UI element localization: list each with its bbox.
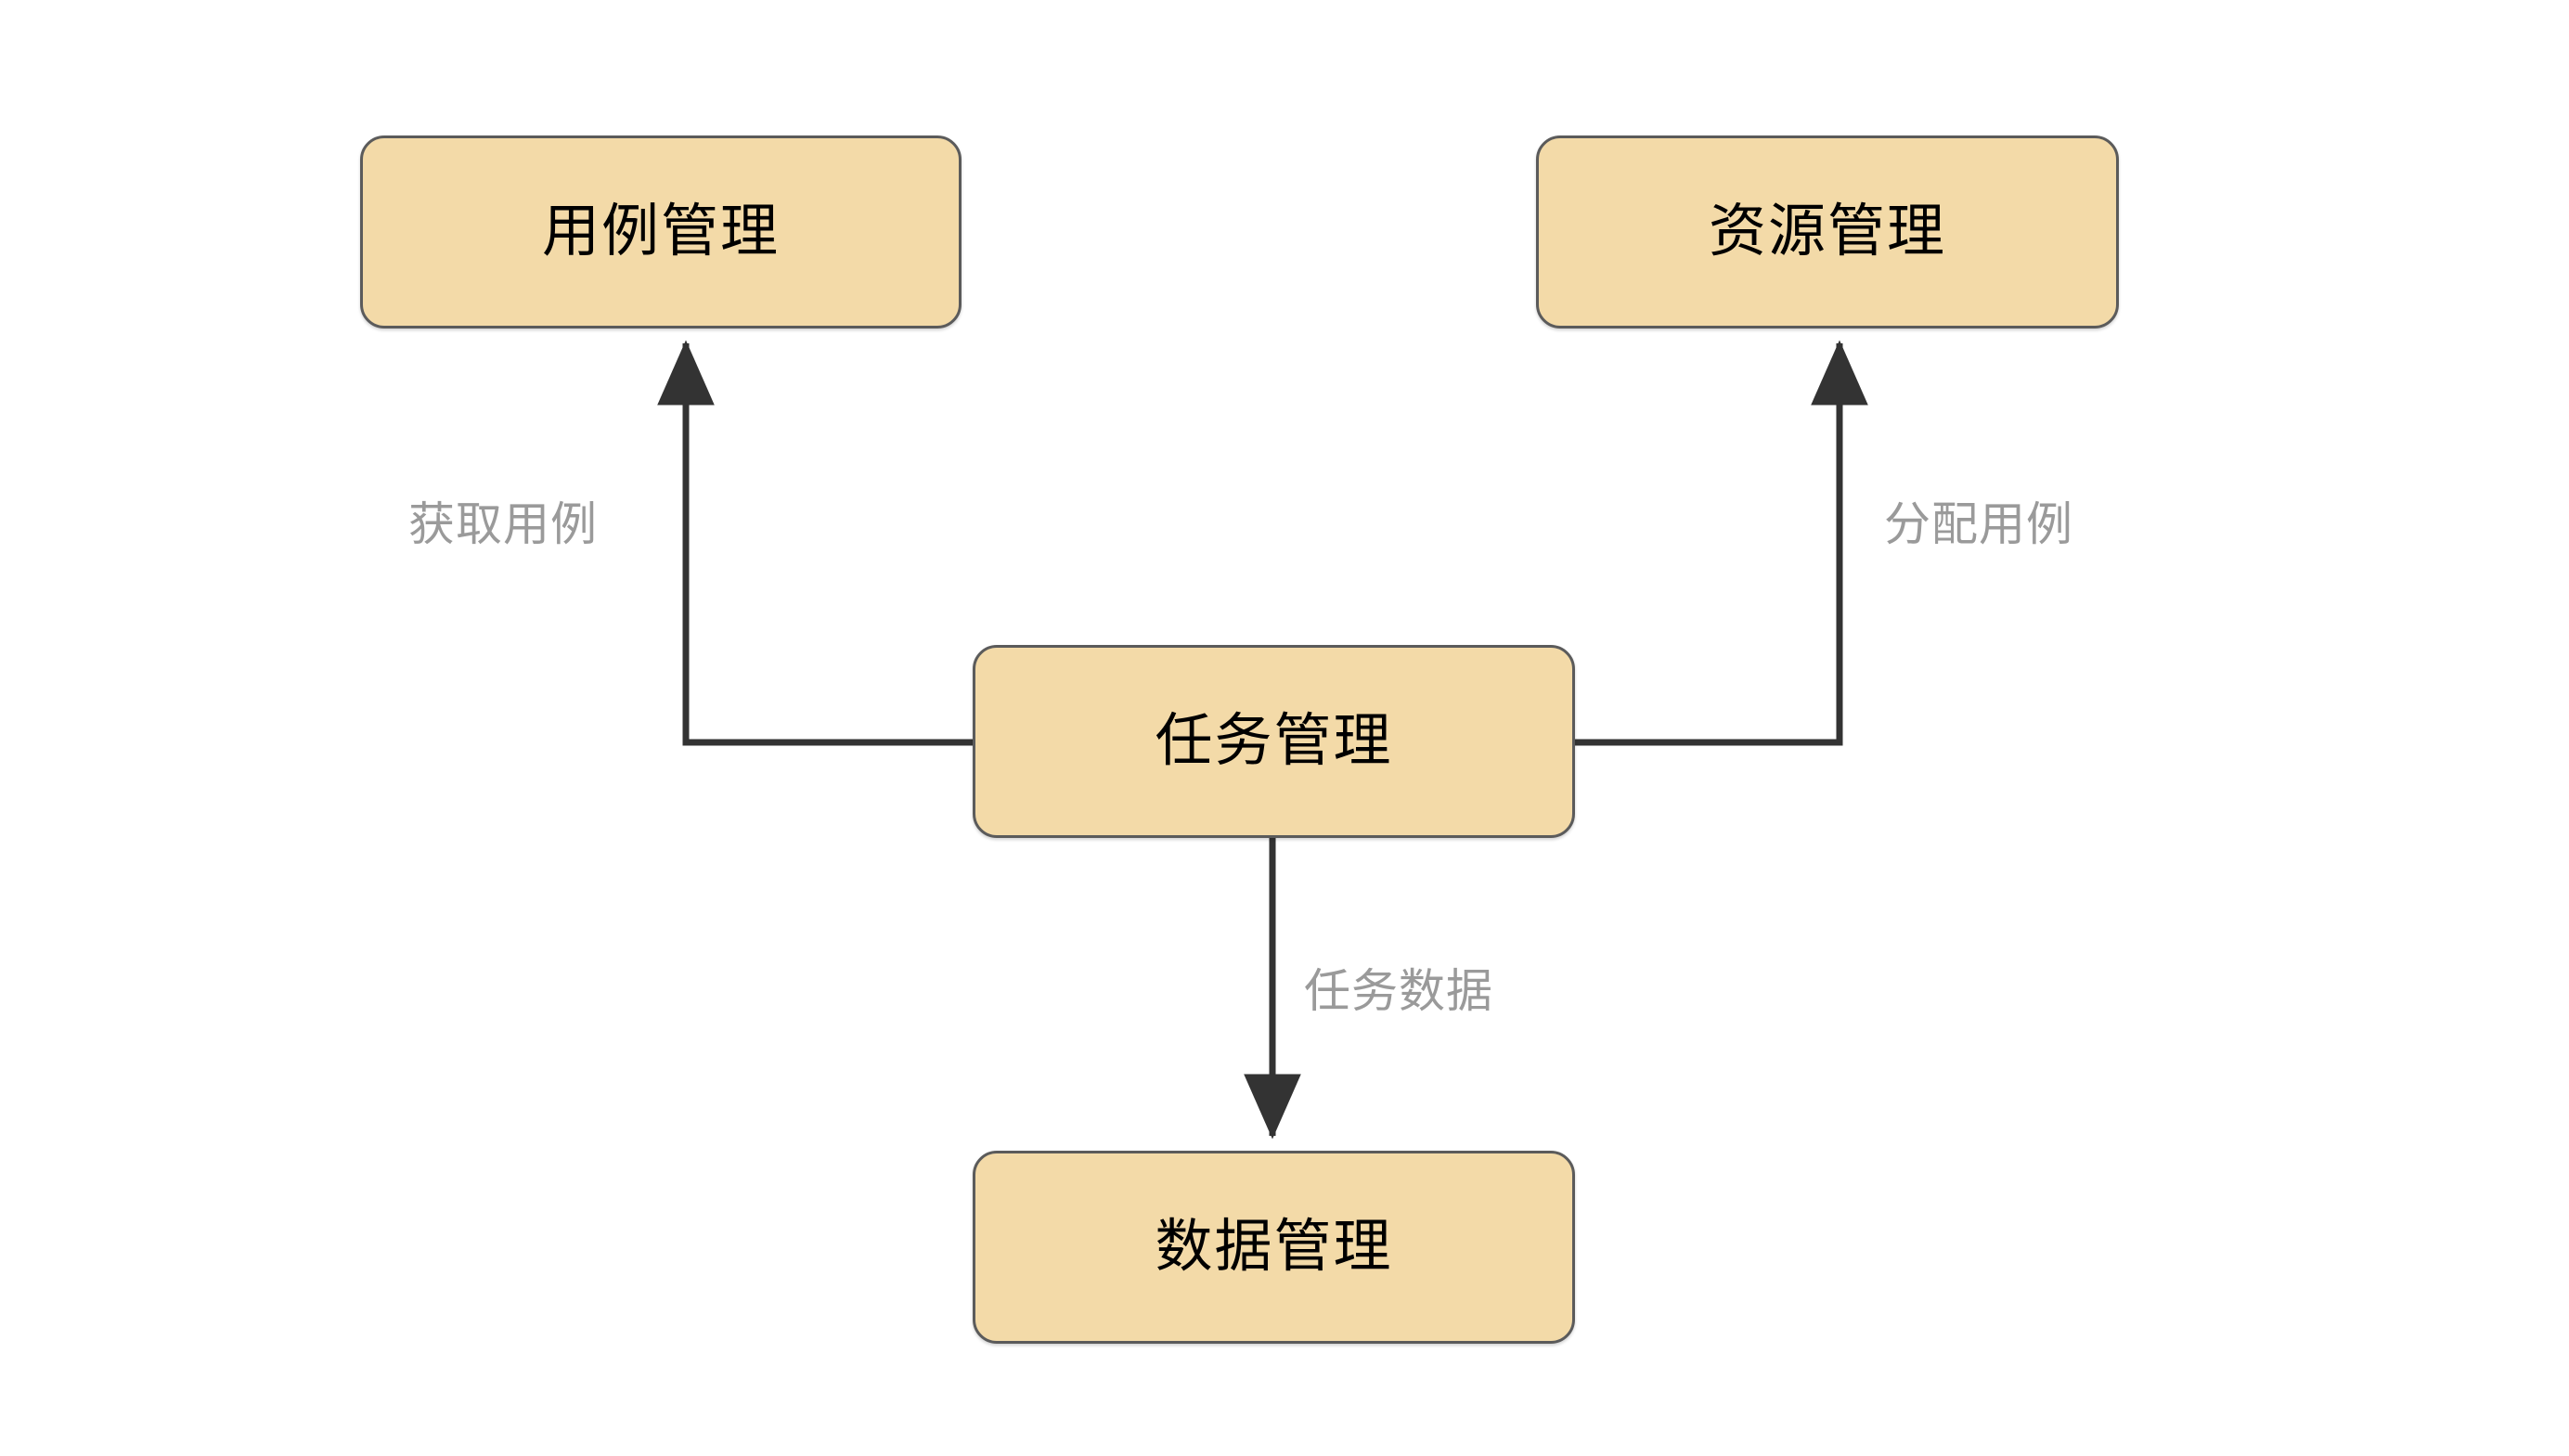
node-resource-label: 资源管理 [1708,200,1946,264]
node-data[interactable]: 数据管理 [973,1151,1575,1344]
node-usecase-label: 用例管理 [541,200,780,264]
node-data-label: 数据管理 [1155,1215,1393,1279]
edge-label-task-to-usecase: 获取用例 [408,498,598,550]
edge-label-task-to-data: 任务数据 [1304,965,1493,1017]
node-task-label: 任务管理 [1155,709,1393,773]
node-task[interactable]: 任务管理 [973,645,1575,838]
edge-task-to-usecase [657,340,973,746]
edge-label-task-to-resource: 分配用例 [1884,498,2073,550]
edge-task-to-resource [1575,340,1868,746]
node-usecase[interactable]: 用例管理 [360,135,962,329]
node-resource[interactable]: 资源管理 [1536,135,2119,329]
